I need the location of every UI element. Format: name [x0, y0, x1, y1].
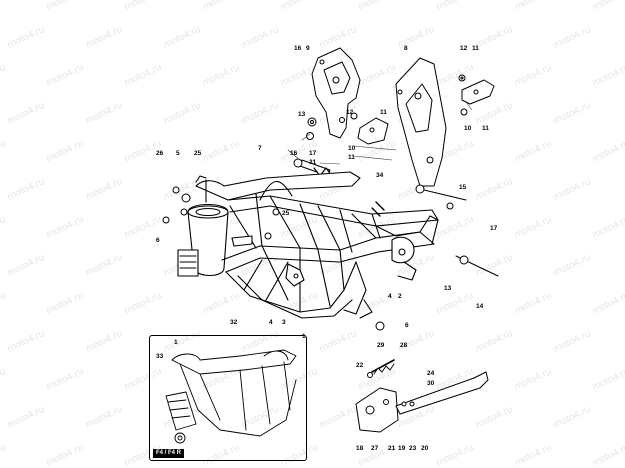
callout: 12	[460, 45, 468, 52]
callout: 26	[156, 150, 164, 157]
callout: 18	[356, 445, 364, 452]
callout: 3	[282, 319, 286, 326]
side-stand	[355, 359, 489, 433]
variant-badge: F4 / F4 R	[153, 449, 185, 459]
callout: 23	[409, 445, 417, 452]
callout: 14	[476, 303, 484, 310]
callout: 17	[309, 150, 317, 157]
callout: 34	[376, 172, 384, 179]
callout: 17	[490, 225, 498, 232]
callout: 25	[194, 150, 202, 157]
callout: 30	[427, 380, 435, 387]
callout: 16	[290, 150, 298, 157]
callout: 32	[230, 319, 238, 326]
callout: 9	[306, 45, 310, 52]
small-bracket-12-11	[357, 79, 495, 145]
callout: 11	[348, 154, 355, 161]
callout: 7	[258, 145, 262, 152]
callout: 2	[398, 293, 402, 300]
callout: 13	[444, 285, 452, 292]
callout: 1	[174, 339, 178, 346]
callout: 15	[459, 184, 467, 191]
callout: 24	[427, 370, 435, 377]
callout: 19	[398, 445, 406, 452]
inset-variant-box	[149, 335, 307, 461]
callout: 4	[388, 293, 392, 300]
callout: 21	[388, 445, 396, 452]
callout: 1	[302, 333, 306, 340]
callout: 10	[348, 145, 356, 152]
rear-bracket-left	[311, 47, 361, 139]
hardware	[162, 74, 499, 331]
leader-lines	[287, 101, 473, 165]
callout: 28	[400, 342, 408, 349]
callout: 16	[294, 45, 302, 52]
callout: 25	[282, 210, 290, 217]
callout: 11	[482, 125, 489, 132]
callout: 11	[472, 45, 479, 52]
callout: 22	[356, 362, 364, 369]
callout: 6	[156, 237, 160, 244]
callout: 8	[404, 45, 408, 52]
callout: 10	[464, 125, 472, 132]
rear-bracket-right	[395, 57, 447, 187]
callout: 12	[346, 109, 354, 116]
callout: 4	[269, 319, 273, 326]
main-frame	[177, 171, 439, 319]
callout: 20	[421, 445, 429, 452]
callout: 6	[405, 322, 409, 329]
callout: 11	[380, 109, 387, 116]
callout: 27	[371, 445, 379, 452]
callout: 29	[377, 342, 385, 349]
callout: 33	[156, 353, 164, 360]
callout: 13	[298, 111, 306, 118]
inset-frame	[165, 349, 297, 444]
callout: 31	[309, 159, 317, 166]
callout: 5	[176, 150, 180, 157]
